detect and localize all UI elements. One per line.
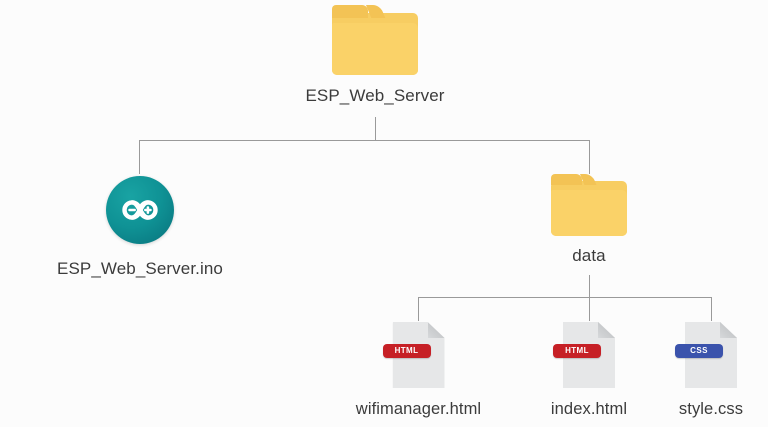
connector-level2-bar: [418, 297, 711, 298]
node-root-folder[interactable]: ESP_Web_Server: [305, 5, 444, 106]
connector-data-stem: [589, 275, 590, 297]
connector-level1-bar: [139, 140, 590, 141]
folder-icon: [551, 174, 627, 236]
connector-level2-drop-middle: [589, 297, 590, 321]
node-label-index-html: index.html: [550, 400, 628, 418]
connector-level2-drop-left: [418, 297, 419, 321]
connector-level1-drop-right: [589, 140, 590, 174]
connector-level1-drop-left: [139, 140, 140, 174]
node-file-index-html[interactable]: HTML index.html: [530, 322, 648, 420]
folder-icon: [332, 5, 418, 75]
connector-level2-drop-right: [711, 297, 712, 321]
arduino-icon: [106, 176, 174, 244]
html-file-icon: HTML: [382, 322, 445, 388]
file-type-badge: HTML: [382, 344, 431, 358]
css-file-icon: CSS: [675, 322, 737, 388]
node-label-style-css: style.css: [678, 400, 744, 418]
file-type-badge: CSS: [675, 344, 723, 358]
node-arduino-sketch[interactable]: ESP_Web_Server.ino: [56, 176, 224, 279]
html-file-icon: HTML: [553, 322, 615, 388]
node-label-root: ESP_Web_Server: [305, 86, 445, 105]
node-file-wifimanager-html[interactable]: HTML wifimanager.html: [337, 322, 500, 420]
node-label-arduino-sketch: ESP_Web_Server.ino: [57, 259, 223, 278]
node-label-data-folder: data: [572, 246, 606, 265]
node-label-wifimanager-html: wifimanager.html: [355, 400, 482, 418]
connector-root-stem: [375, 117, 376, 141]
node-file-style-css[interactable]: CSS style.css: [663, 322, 759, 420]
node-data-folder[interactable]: data: [551, 174, 627, 266]
file-type-badge: HTML: [553, 344, 601, 358]
